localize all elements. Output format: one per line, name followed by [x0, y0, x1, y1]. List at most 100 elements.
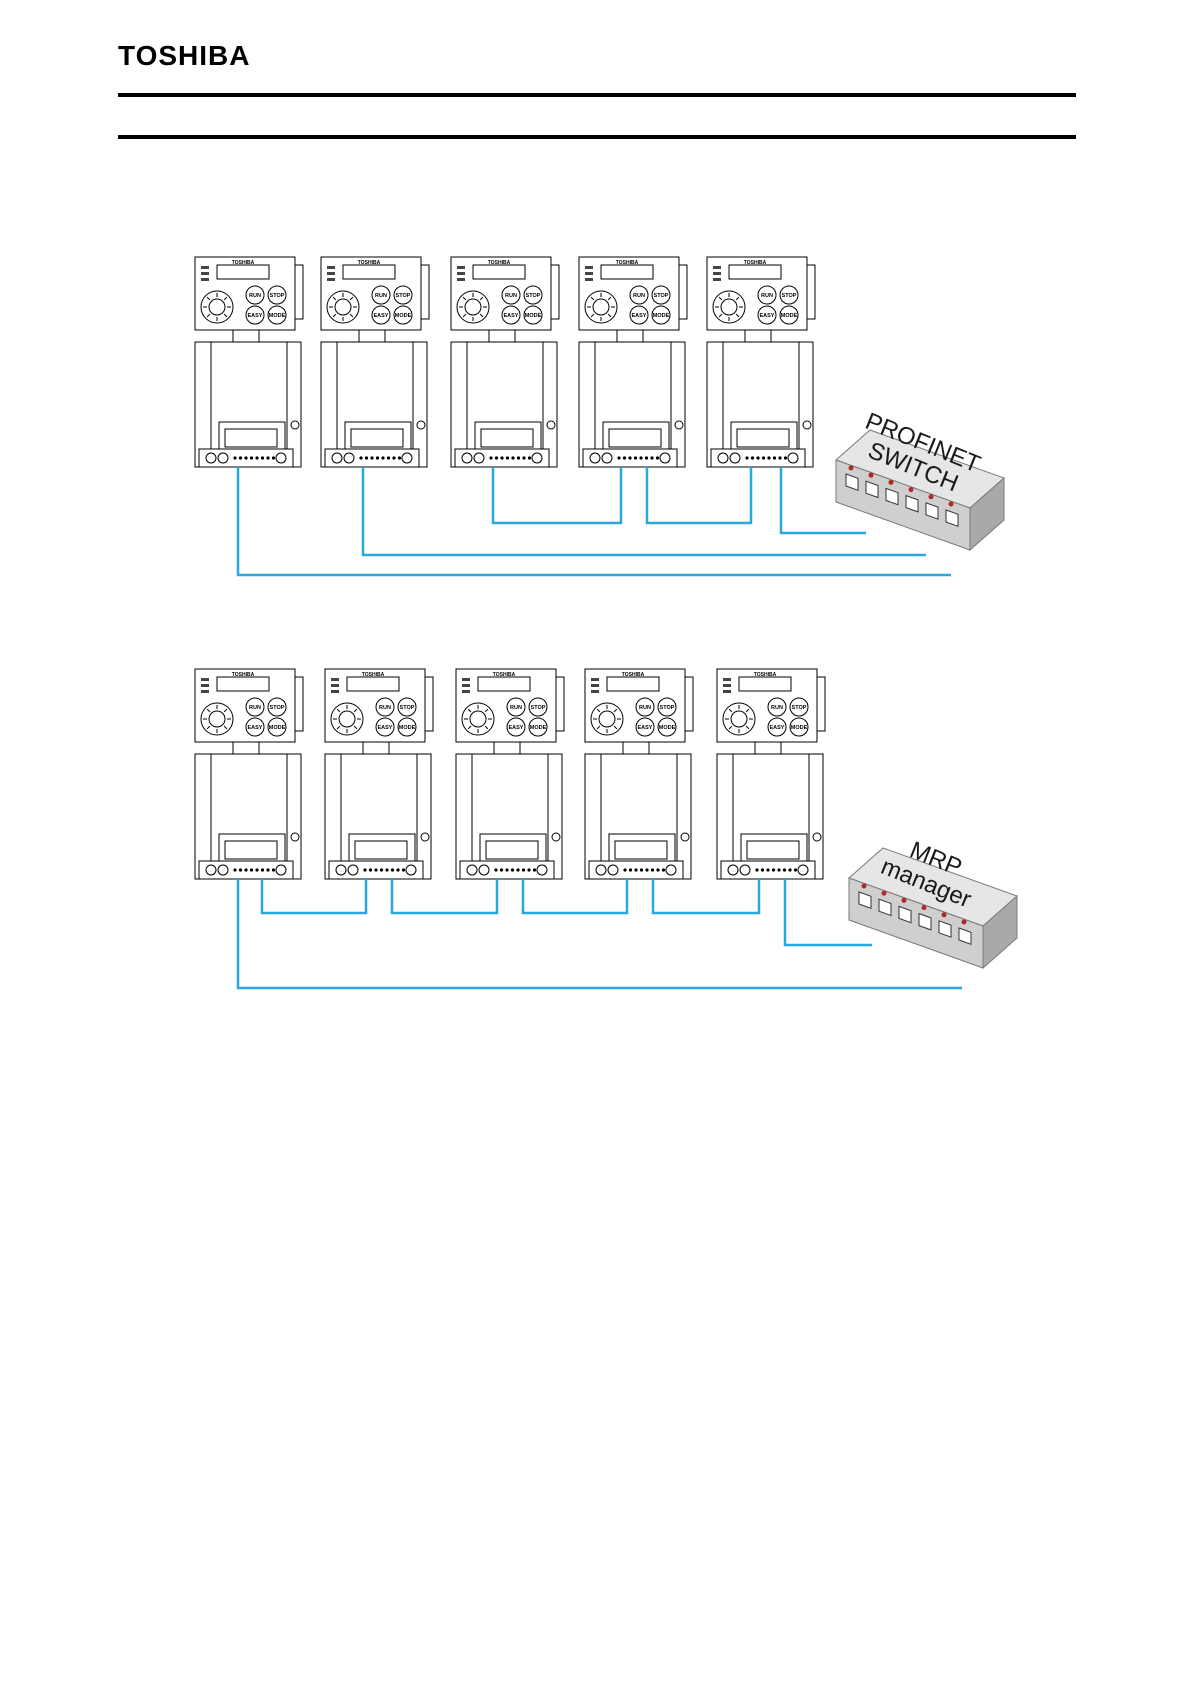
drive-side-rib — [684, 676, 694, 732]
drive-terminal-pin — [772, 456, 777, 460]
drive-terminal-pin — [249, 868, 254, 872]
drive-terminal-window — [480, 428, 534, 448]
drive-key-button — [267, 305, 287, 325]
drive-port — [347, 864, 359, 876]
header-rule-bottom — [118, 135, 1076, 139]
drive-key-label: EASY — [509, 725, 524, 731]
drive-key-button — [629, 305, 649, 325]
device-port-led — [888, 479, 894, 485]
drive-port — [343, 452, 355, 464]
device-port-led — [928, 494, 934, 500]
drive-terminal-window — [614, 840, 668, 860]
device-port-led — [868, 472, 874, 478]
ethernet-cable — [651, 879, 761, 915]
device-ethernet-port — [938, 920, 952, 938]
drive-port — [466, 864, 478, 876]
drive-status-led — [457, 266, 465, 269]
drive-key-button — [245, 697, 265, 717]
drive-key-label: STOP — [792, 705, 807, 711]
drive-display — [216, 676, 270, 692]
drive-screw — [290, 832, 300, 842]
drive-status-led — [327, 272, 335, 275]
drive-dial-tick — [467, 725, 472, 730]
drive-brand-label: TOSHIBA — [232, 672, 255, 678]
device-port-led — [861, 883, 867, 889]
drive-terminal-window — [350, 428, 404, 448]
drive-port — [275, 452, 287, 464]
drive-dial-tick — [607, 313, 612, 318]
drive-status-led — [585, 278, 593, 281]
drive-status-led — [713, 272, 721, 275]
drive-terminal-pin — [639, 456, 643, 460]
drive-port — [787, 452, 799, 464]
drive-key-label: EASY — [638, 725, 653, 731]
drive-terminal-pin — [527, 868, 531, 872]
drive-terminal-pin — [516, 868, 520, 872]
drive-terminal-pin — [244, 868, 248, 872]
drive-terminal-pin — [650, 456, 654, 460]
drive-key-label: EASY — [504, 313, 519, 319]
drive-status-led — [201, 690, 209, 693]
drive-terminal-pin — [368, 868, 373, 872]
drive-terminal-pin — [255, 456, 259, 460]
drive-display — [472, 264, 526, 280]
drive-display — [346, 676, 400, 692]
drive-key-button — [789, 717, 809, 737]
drive-terminal-pin — [249, 456, 254, 460]
drive-screw — [674, 420, 684, 430]
drive-key-label: MODE — [399, 725, 416, 731]
drive-dial-tick — [735, 296, 740, 301]
device-ethernet-port — [858, 891, 872, 910]
drive-screw — [551, 832, 561, 842]
drive-port — [797, 864, 809, 876]
drive-dial-center — [464, 298, 482, 316]
drive-key-button — [528, 697, 548, 717]
drive-dial-tick — [223, 725, 228, 730]
drive-status-led — [201, 678, 209, 681]
ethernet-cable — [779, 467, 866, 535]
drive-key-button — [657, 697, 677, 717]
drive-side-rib — [294, 676, 304, 732]
drive-side-rib — [816, 676, 826, 732]
drive-terminal-pin — [370, 456, 374, 460]
drive-terminal-pin — [260, 868, 265, 872]
drive-display — [738, 676, 792, 692]
drive-screw — [546, 420, 556, 430]
drive-brand-label: TOSHIBA — [362, 672, 385, 678]
drive-terminal-pin — [390, 868, 395, 872]
drive-port — [473, 452, 485, 464]
drive-status-led — [201, 684, 209, 687]
drive-terminal-pin — [499, 868, 504, 872]
drive-port — [401, 452, 413, 464]
drive-status-led — [462, 690, 470, 693]
drive-terminal-pin — [628, 456, 632, 460]
drive-dial-tick — [206, 313, 211, 318]
ethernet-cable — [783, 879, 872, 947]
drive-key-label: STOP — [400, 705, 415, 711]
drive-dial-tick — [467, 708, 472, 713]
drive-port — [461, 452, 473, 464]
drive-side-rib — [555, 676, 565, 732]
drive-status-led — [591, 690, 599, 693]
drive-port — [727, 864, 739, 876]
drive-key-button — [501, 305, 521, 325]
drive-terminal-pin — [238, 868, 243, 872]
drive-terminal-pin — [266, 868, 270, 872]
drive-dial-tick — [206, 708, 211, 713]
drive-dial-tick — [590, 313, 595, 318]
drive-key-button — [757, 305, 777, 325]
drive-key-button — [371, 285, 391, 305]
drive-brand-label: TOSHIBA — [493, 672, 516, 678]
drive-key-label: STOP — [396, 293, 411, 299]
drive-port — [659, 452, 671, 464]
drive-cover-latch — [616, 329, 644, 343]
drive-dial-tick — [353, 725, 358, 730]
drive-key-label: RUN — [375, 293, 387, 299]
drive-terminal-pin — [766, 868, 770, 872]
drive-terminal-pin — [650, 868, 655, 872]
drive-key-label: RUN — [249, 293, 261, 299]
